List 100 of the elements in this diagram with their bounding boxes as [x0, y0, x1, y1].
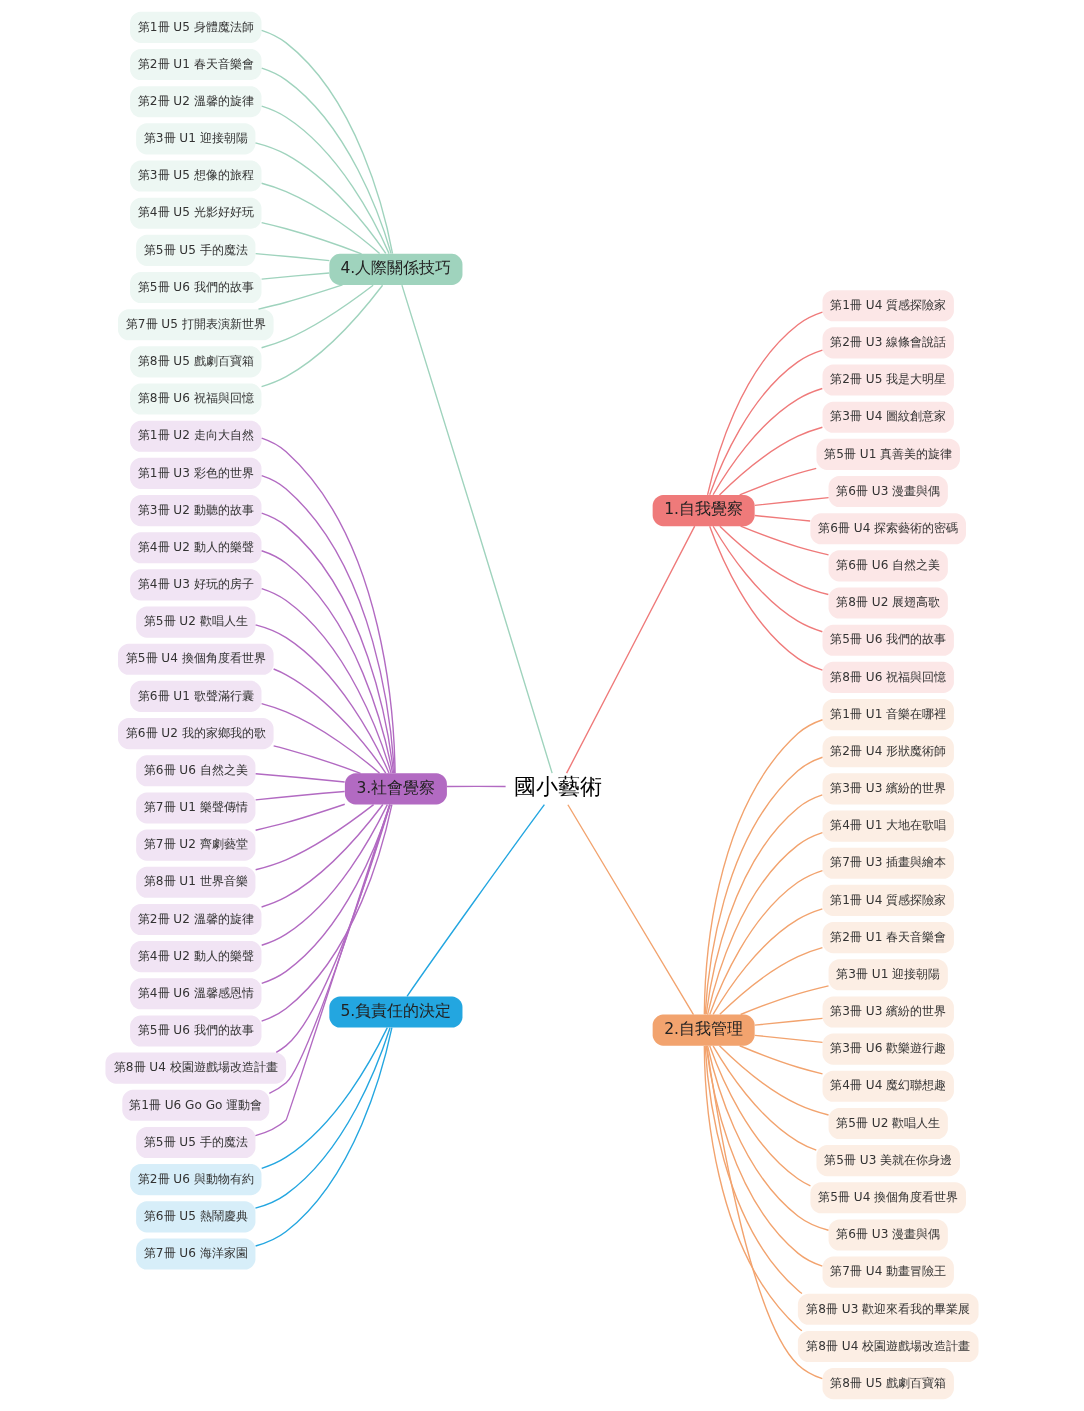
node-box: 第8冊 U4 校園遊戲場改造計畫: [797, 1330, 979, 1363]
node-box: 第7冊 U5 打開表演新世界: [118, 309, 274, 341]
connector: [706, 311, 824, 496]
connector: [272, 668, 387, 774]
connector: [446, 785, 507, 788]
node-box: 第1冊 U1 音樂在哪裡: [822, 699, 954, 731]
connector: [268, 804, 391, 1094]
node-box: 第3冊 U1 迎接朝陽: [828, 959, 948, 991]
connector: [712, 908, 824, 1016]
connector: [712, 525, 824, 633]
connector: [254, 142, 387, 255]
connector: [709, 525, 824, 671]
connector: [254, 803, 346, 831]
node-box: 第5冊 U6 我們的故事: [130, 272, 262, 304]
node-box: 第4冊 U2 動人的樂聲: [130, 532, 262, 564]
node-box: 第4冊 U1 大地在歌唱: [822, 810, 954, 842]
node-text: 國小藝術: [513, 774, 602, 800]
node-box: 2.自我管理: [652, 1014, 755, 1046]
connector: [257, 284, 344, 310]
node-box: 第7冊 U3 插畫與繪本: [822, 847, 954, 879]
connector: [754, 497, 830, 507]
node-box: 第4冊 U3 好玩的房子: [130, 569, 262, 601]
node-box: 第5冊 U6 我們的故事: [130, 1015, 262, 1047]
node-box: 第7冊 U4 動畫冒險王: [822, 1256, 954, 1288]
connector: [705, 1045, 823, 1267]
node-box: 第5冊 U4 換個角度看世界: [810, 1182, 966, 1214]
node-box: 第8冊 U6 祝福與回憶: [822, 661, 954, 693]
node-box: 第8冊 U3 歡迎來看我的畢業展: [797, 1293, 979, 1325]
connector: [754, 514, 811, 522]
node-box: 第2冊 U2 溫馨的旋律: [130, 903, 262, 935]
node-box: 第4冊 U6 溫馨感恩情: [130, 978, 262, 1010]
connector: [260, 29, 394, 255]
node-box: 第5冊 U5 手的魔法: [136, 234, 256, 266]
connector: [254, 803, 375, 871]
node-box: 第3冊 U5 想像的旅程: [130, 160, 262, 192]
node-box: 5.負責任的決定: [329, 996, 463, 1028]
connector: [719, 525, 830, 596]
connector: [254, 624, 390, 774]
node-box: 第5冊 U5 手的魔法: [136, 1126, 256, 1159]
connector: [260, 284, 374, 349]
connector: [718, 426, 824, 496]
node-box: 1.自我覺察: [652, 495, 755, 527]
node-box: 第1冊 U4 質感探險家: [822, 884, 954, 916]
node-box: 第6冊 U6 自然之美: [136, 755, 256, 787]
connector: [260, 182, 381, 255]
node-box: 第4冊 U5 光影好好玩: [130, 197, 262, 229]
node-box: 第3冊 U3 繽紛的世界: [822, 773, 954, 805]
node-box: 第6冊 U1 歌聲滿行囊: [130, 680, 262, 712]
node-box: 第5冊 U4 換個角度看世界: [118, 643, 274, 675]
node-box: 第3冊 U3 繽紛的世界: [822, 996, 954, 1028]
node-box: 第8冊 U6 祝福與回憶: [130, 383, 262, 415]
node-box: 第2冊 U5 我是大明星: [822, 364, 954, 396]
connector: [567, 804, 695, 1016]
connector: [718, 1045, 830, 1116]
connector: [260, 803, 384, 908]
node-box: 第1冊 U2 走向大自然: [130, 420, 262, 452]
connector: [565, 525, 696, 774]
connector: [705, 794, 823, 1015]
connector: [261, 105, 390, 255]
node-box: 第5冊 U3 美就在你身邊: [816, 1145, 960, 1177]
connector: [719, 947, 824, 1015]
node-box: 第4冊 U2 動人的樂聲: [130, 941, 262, 973]
connector: [254, 252, 331, 262]
node-box: 第2冊 U3 線條會說話: [822, 327, 954, 359]
connector: [275, 803, 391, 1054]
connector: [261, 587, 392, 774]
connector: [739, 985, 830, 1016]
connector: [260, 284, 384, 388]
node-box: 第3冊 U2 動聽的故事: [130, 495, 262, 527]
node-box: 第6冊 U3 漫畫與偶: [828, 1219, 948, 1251]
connector: [254, 1027, 391, 1209]
node-box: 第8冊 U1 世界音樂: [136, 866, 256, 898]
node-box: 第7冊 U6 海洋家園: [136, 1238, 256, 1270]
connector: [261, 1026, 389, 1169]
node-box: 第1冊 U4 質感探險家: [822, 290, 954, 322]
connector: [401, 284, 553, 774]
connector: [260, 550, 394, 774]
node-box: 第8冊 U5 戲劇百寶箱: [130, 346, 262, 378]
connector: [260, 804, 393, 1022]
connector: [406, 803, 546, 997]
node-box: 第3冊 U4 圖紋創意家: [822, 401, 954, 433]
node-box: 第1冊 U5 身體魔法師: [130, 11, 262, 43]
node-box: 第8冊 U5 戲劇百寶箱: [822, 1368, 954, 1400]
connector: [254, 790, 346, 801]
node-box: 第2冊 U4 形狀魔術師: [822, 736, 954, 768]
node-box: 第1冊 U3 彩色的世界: [130, 457, 262, 489]
connector: [706, 1045, 830, 1231]
node-box: 第6冊 U4 探索藝術的密碼: [810, 513, 966, 545]
node-box: 第5冊 U2 歡唱人生: [136, 606, 256, 638]
connector: [261, 803, 389, 946]
connector: [754, 1017, 824, 1026]
node-box: 第5冊 U6 我們的故事: [822, 624, 954, 656]
connector: [706, 831, 824, 1016]
node-box: 第8冊 U2 展翅高歌: [828, 587, 948, 619]
node-box: 第2冊 U2 溫馨的旋律: [130, 86, 262, 118]
connector: [254, 773, 346, 783]
node-box: 第2冊 U1 春天音樂會: [822, 922, 954, 954]
node-box: 第6冊 U5 熱鬧慶典: [136, 1201, 256, 1233]
connector: [709, 1045, 812, 1187]
node-box: 3.社會覺察: [344, 773, 447, 805]
